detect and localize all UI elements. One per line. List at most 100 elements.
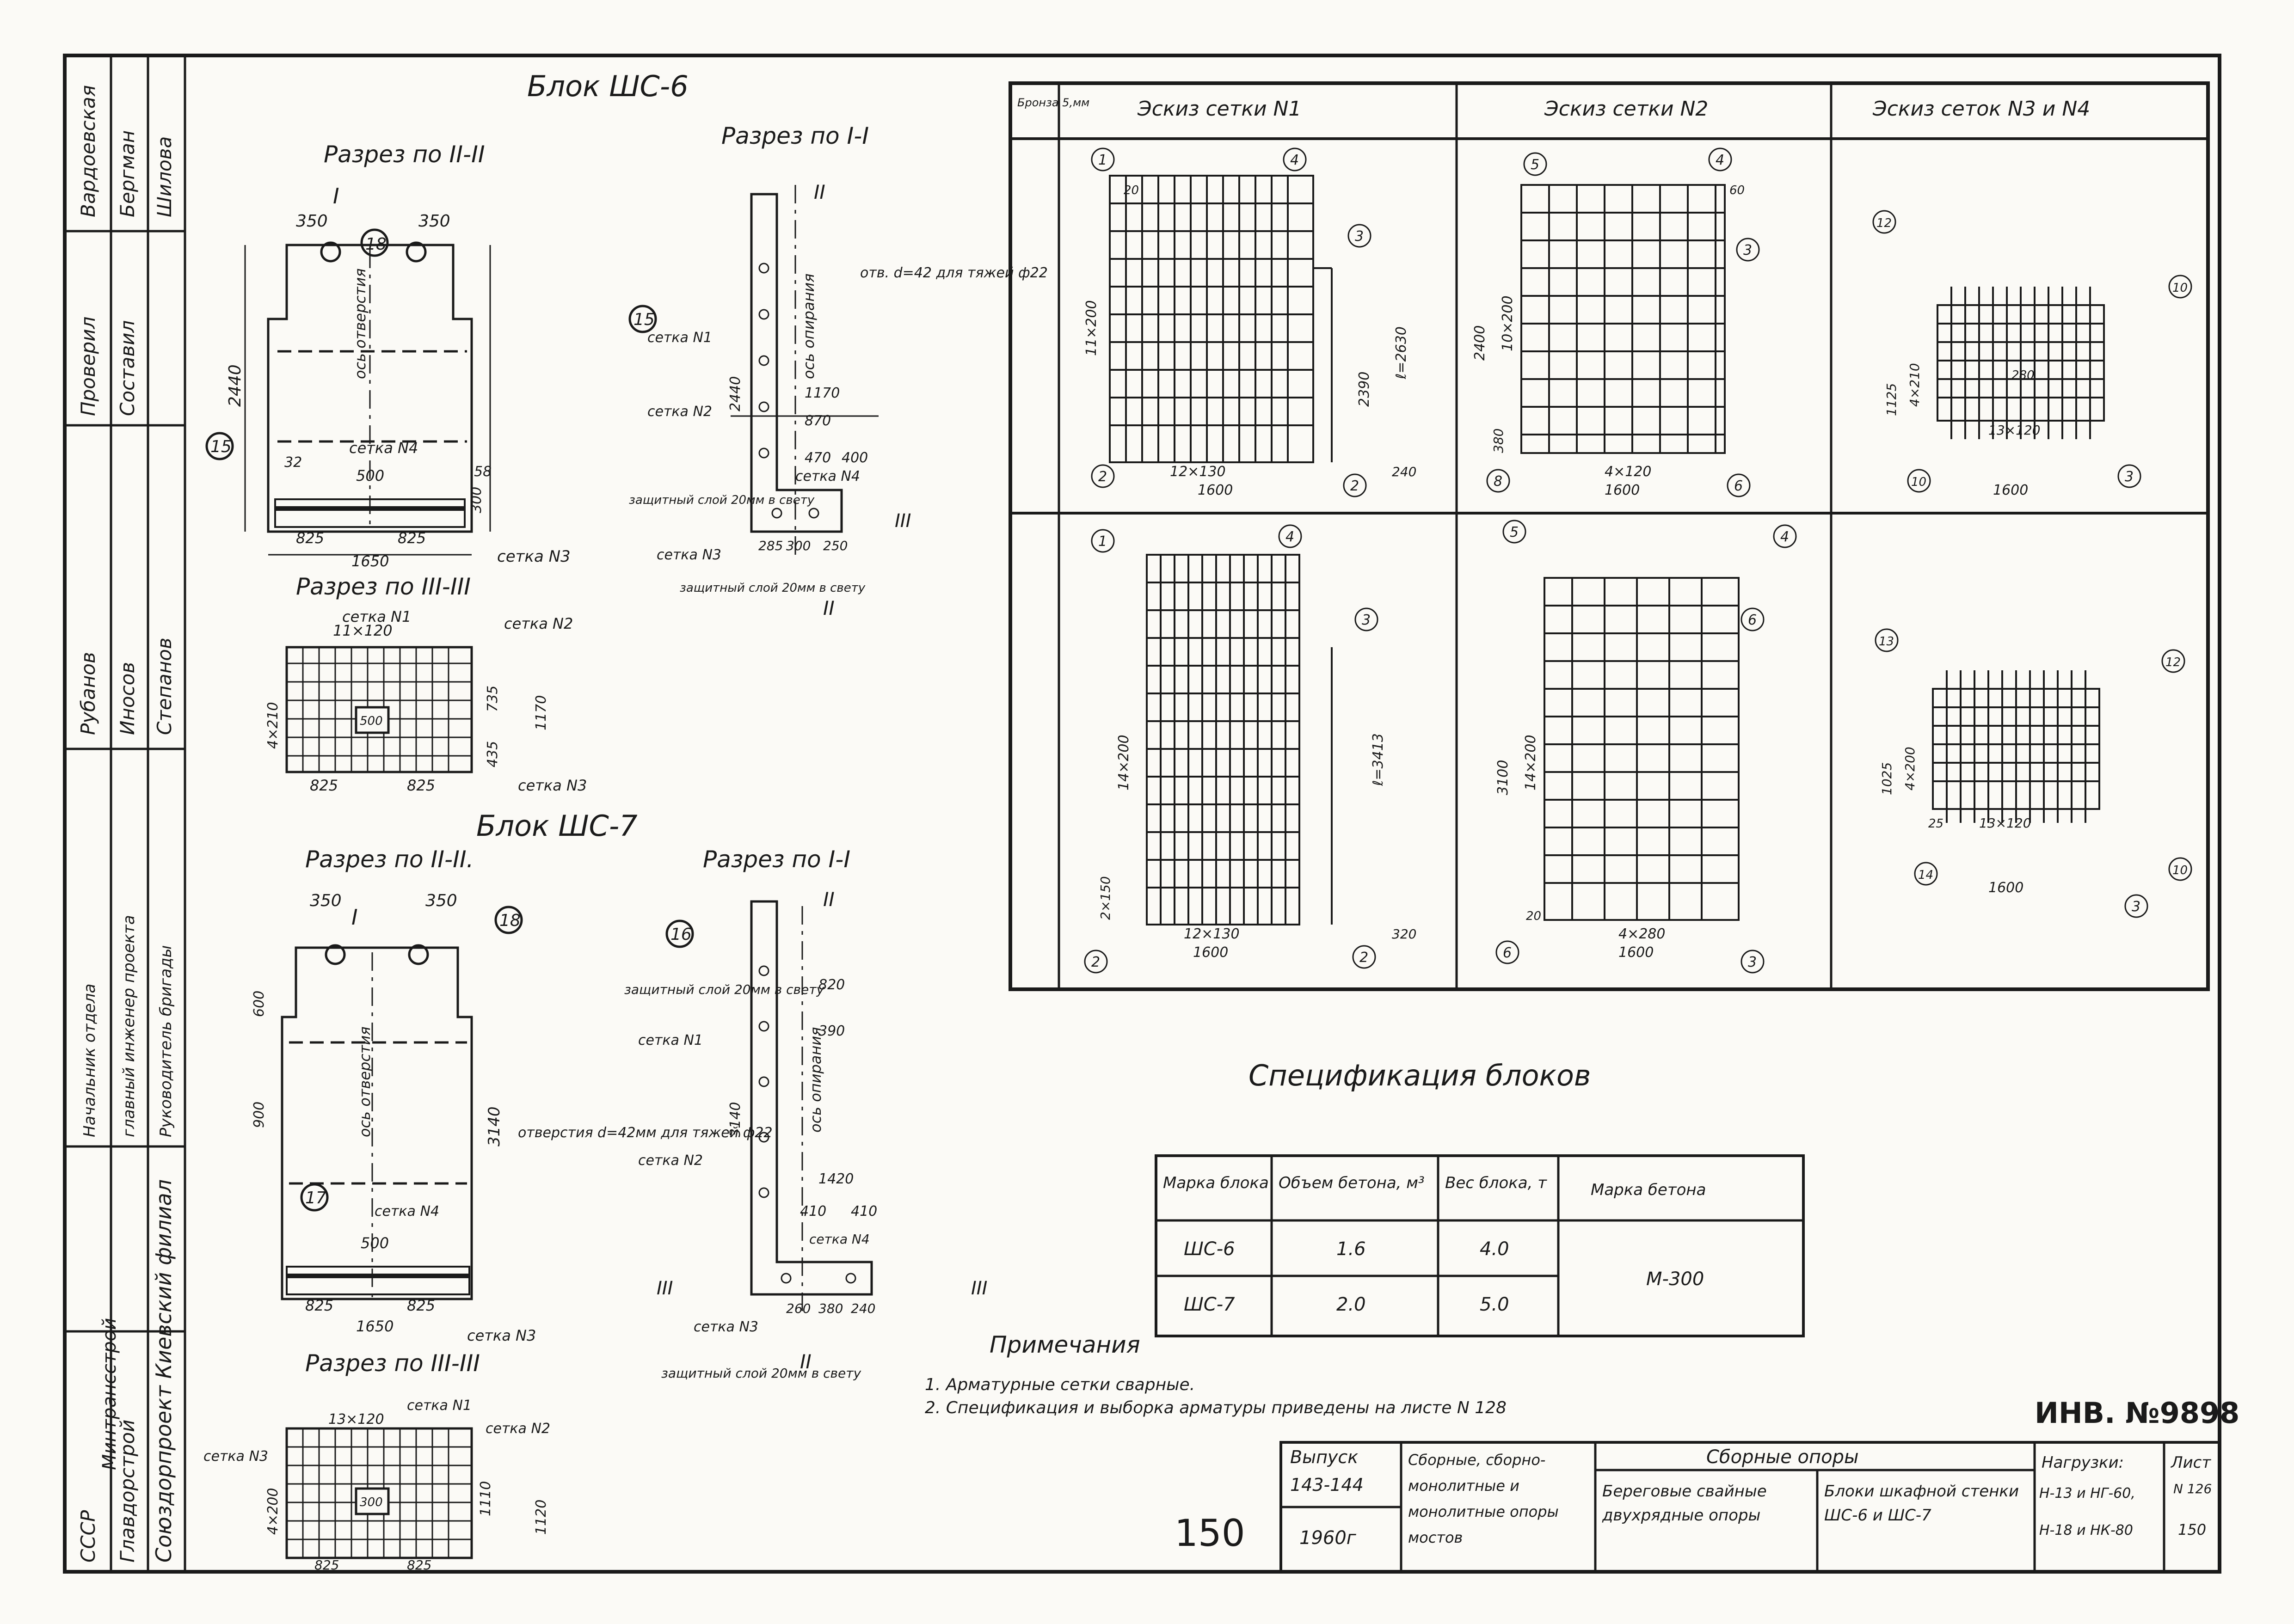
tb-sheet1: N 126 [2173,1481,2212,1496]
shs7-section-2: 18 17 350 350 I 3140 600 900 825 825 165… [251,891,773,1344]
mark-2-a: 2 [1098,469,1107,485]
tb-series: Сборные, сборно-монолитные и монолитные … [1408,1451,1559,1546]
dim-900-a: 900 [251,1102,267,1128]
mark-10-b: 10 [1911,475,1926,489]
stamp-c2-r2: Составил [116,320,139,416]
dim-400: 400 [842,450,868,466]
sk-a7: 20 [1124,184,1139,197]
dim-300-c: 300 [360,1495,383,1509]
sketch-header-2: Эскиз сетки N2 [1544,97,1708,121]
dim-350-d: 350 [425,891,457,910]
sk-e1: 3100 [1495,760,1511,795]
title-block-shs6: Блок ШС-6 [527,69,689,103]
sk-f3: 13×120 [1979,815,2031,831]
left-stamp-block: Вардоевская Бергман Шилова Проверил Сост… [65,55,186,1572]
roman-3-a: III [895,510,911,532]
mark-8-a: 8 [1494,473,1502,490]
stamp-c1-r3: Рубанов [77,652,99,735]
spec-title: Спецификация блоков [1248,1059,1591,1092]
tb-loads2: Н-18 и НК-80 [2039,1522,2133,1538]
sketch-n2-b [1544,577,1740,921]
sk-b5: 380 [1491,429,1506,453]
dim-300-a: 300 [468,487,485,513]
dim-870: 870 [805,413,831,429]
sk-c5: 280 [2011,368,2035,382]
mark-5-a: 5 [1531,157,1539,173]
dim-735: 735 [485,686,501,712]
label-zashch-20-a: защитный слой 20мм в свету [629,493,815,507]
spec-concrete: М-300 [1646,1269,1704,1290]
sketch-header-1: Эскиз сетки N1 [1137,97,1301,121]
dim-350-a: 350 [296,212,328,231]
tb-year: 1960г [1299,1527,1357,1549]
roman-3-c: III [971,1278,987,1299]
sk-b3: 4×120 [1605,464,1651,480]
stamp-c1-r1: Вардоевская [77,85,99,217]
tb-issue: 143-144 [1290,1475,1364,1495]
dim-820: 820 [818,977,845,993]
dim-1650-b: 1650 [356,1318,394,1335]
sk-b6: 60 [1729,184,1745,197]
mark-2-d: 2 [1359,950,1368,966]
spec-r1-volume: 1.6 [1336,1238,1366,1260]
sk-d4: 12×130 [1184,926,1240,942]
sk-f4: 1600 [1988,880,2023,896]
sk-c3: 13×120 [1988,423,2041,438]
spec-h4: Марка бетона [1591,1181,1706,1199]
mark-5-b: 5 [1510,524,1519,540]
mark-4-a: 4 [1290,152,1299,168]
dim-4x210: 4×210 [265,702,281,749]
mark-10-c: 10 [2172,864,2188,877]
roman-2-d: II [800,1350,812,1373]
roman-2-c: II [823,888,835,911]
label-os-opiraniya-b: ось опирания [807,1027,824,1133]
roman-2-b: II [823,597,835,619]
mark-14: 14 [1918,868,1933,882]
dim-13x120-a: 13×120 [328,1411,384,1428]
mark-12-b: 12 [2165,656,2181,669]
sk-c4: 1600 [1993,482,2028,498]
sk-d1: 14×200 [1116,735,1132,791]
label-setka-n1-d: сетка N1 [638,1032,703,1048]
label-setka-n3-a: сетка N3 [497,547,571,566]
callout-18-a: 18 [365,235,387,254]
dim-410-a: 410 [800,1203,826,1220]
dim-825-h: 825 [407,1557,431,1573]
stamp-c3-r5: Союздорпроект Киевский филиал [151,1179,176,1563]
dim-11x120: 11×120 [333,622,393,639]
tb-sheet-label: Лист [2170,1453,2211,1472]
roman-1-b: I [351,905,358,930]
mark-4-b: 4 [1716,152,1724,168]
note-2: 2. Спецификация и выборка арматуры приве… [925,1398,1507,1417]
stamp-c3-r4: Минтрансстрой [99,1318,120,1470]
label-os-otverstiya-a: ось отверстия [351,268,369,379]
mark-4-c: 4 [1285,529,1294,545]
stamp-c1-r5: СССР [77,1510,99,1563]
label-setka-n4-d: сетка N4 [809,1232,870,1247]
spec-table: Марка блока Объем бетона, м³ Вес блока, … [1155,1154,1805,1337]
spec-r2-mark: ШС-7 [1184,1294,1235,1315]
sk-a5: 12×130 [1170,464,1226,480]
dim-260: 260 [786,1301,811,1316]
label-setka-n3-c: сетка N3 [657,547,721,563]
label-zashch-20-c: защитный слой 20мм в свету [624,982,824,997]
stamp-c3-r3: Руководитель бригады [157,945,175,1137]
dim-410-b: 410 [851,1203,877,1220]
sk-e4: 1600 [1618,944,1654,961]
label-otv: отв. d=42 для тяжей ф22 [860,265,1048,281]
dim-3140-a: 3140 [485,1106,504,1146]
dim-390: 390 [818,1023,845,1039]
dim-2440-b: 2440 [727,376,744,411]
dim-1110: 1110 [478,1481,494,1516]
title-sec1-shs7: Разрез по I-I [703,846,851,873]
spec-r1-weight: 4.0 [1480,1238,1509,1260]
label-setka-n4-c: сетка N4 [375,1203,439,1220]
title-sec2-shs7: Разрез по II-II. [305,846,474,873]
dim-600: 600 [251,991,267,1017]
mark-6-a: 6 [1734,478,1743,494]
sk-a2: 2390 [1356,372,1372,407]
spec-h2: Объем бетона, м³ [1279,1174,1425,1192]
stamp-c3-r1: Шилова [153,136,176,217]
callout-18-b: 18 [499,911,521,930]
